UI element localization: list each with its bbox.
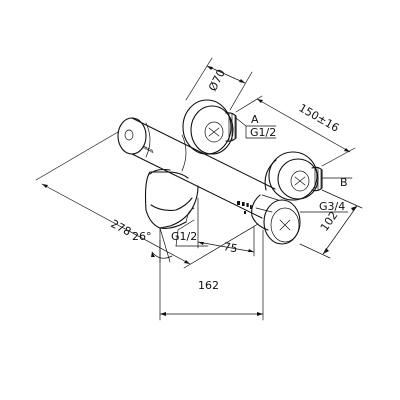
spout: [144, 168, 199, 229]
brand-marking: IDEAL: [143, 145, 156, 154]
callout-spout-thread: G1/2: [171, 219, 209, 247]
control-handle: [251, 194, 301, 245]
svg-text:75: 75: [222, 240, 238, 255]
left-wall-connection: [182, 99, 237, 155]
svg-text:B: B: [340, 176, 348, 189]
mixer-body: [117, 117, 276, 219]
dimension-diameter: Ø70: [185, 57, 253, 111]
svg-text:G1/2: G1/2: [171, 230, 197, 243]
svg-text:G3/4: G3/4: [319, 200, 345, 213]
svg-text:Ø70: Ø70: [206, 67, 228, 93]
dimension-angle: 26°: [132, 227, 173, 263]
right-wall-connection: [264, 151, 323, 201]
callout-inlet-b: B: [321, 176, 353, 189]
svg-text:G1/2: G1/2: [250, 126, 276, 139]
temperature-scale: [237, 201, 252, 214]
svg-text:26°: 26°: [132, 230, 152, 243]
dimension-width: 162: [159, 229, 264, 321]
dimension-spout-offset: 75: [197, 197, 255, 257]
svg-text:150±16: 150±16: [297, 101, 342, 134]
svg-text:162: 162: [198, 279, 219, 292]
svg-text:A: A: [251, 113, 259, 126]
svg-text:278: 278: [109, 217, 134, 238]
callout-thread-g34: G3/4: [299, 200, 349, 213]
callout-inlet-a: A G1/2: [235, 113, 277, 139]
